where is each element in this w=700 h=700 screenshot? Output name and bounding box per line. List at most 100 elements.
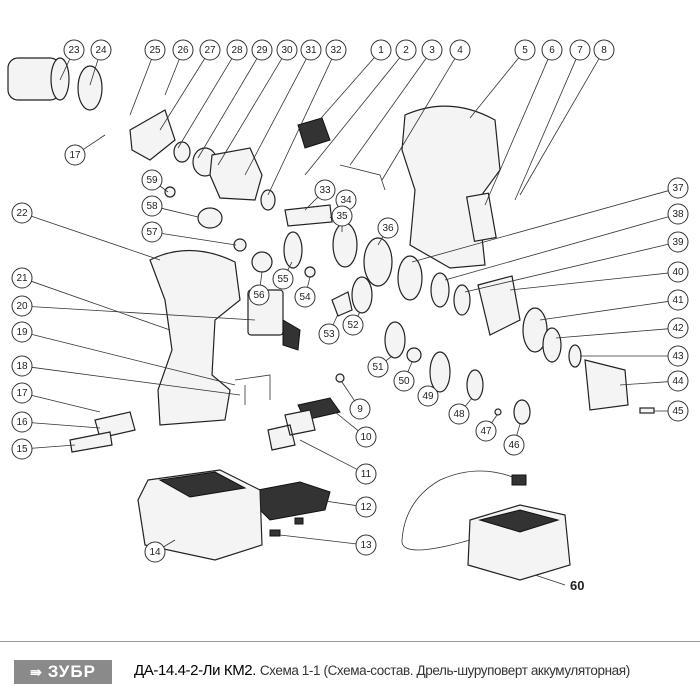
leader-line bbox=[464, 397, 473, 407]
leader-line bbox=[267, 58, 333, 196]
callout-circle bbox=[141, 169, 163, 191]
leader-line bbox=[407, 361, 413, 372]
callout-number: 14 bbox=[149, 547, 161, 558]
ring-52 bbox=[351, 276, 373, 314]
ring-43 bbox=[568, 344, 582, 368]
callout-38: 38 bbox=[667, 203, 689, 225]
callout-circle bbox=[370, 39, 392, 61]
callout-number: 9 bbox=[357, 404, 363, 415]
callout-49: 49 bbox=[417, 385, 439, 407]
leader-line bbox=[129, 59, 152, 116]
footer-divider bbox=[0, 641, 700, 642]
callout-number: 56 bbox=[253, 290, 265, 301]
spindle-33 bbox=[284, 204, 333, 227]
callout-44: 44 bbox=[667, 370, 689, 392]
callout-58: 58 bbox=[141, 195, 163, 217]
leader-line bbox=[31, 306, 256, 321]
callout-number: 42 bbox=[672, 323, 684, 334]
leader-line bbox=[279, 534, 357, 545]
callout-27: 27 bbox=[199, 39, 221, 61]
callout-circle bbox=[325, 39, 347, 61]
leader-line bbox=[31, 280, 171, 331]
callout-21: 21 bbox=[11, 267, 33, 289]
leader-line bbox=[159, 58, 206, 131]
callout-circle bbox=[331, 205, 353, 227]
callout-19: 19 bbox=[11, 321, 33, 343]
nut-59 bbox=[164, 186, 176, 198]
callout-57: 57 bbox=[141, 221, 163, 243]
callout-number: 49 bbox=[422, 391, 434, 402]
button-1 bbox=[297, 117, 331, 149]
leader-line bbox=[259, 271, 263, 286]
part-13b bbox=[294, 517, 304, 525]
leader-line bbox=[83, 134, 106, 150]
leader-line bbox=[514, 59, 577, 201]
callout-circle bbox=[11, 321, 33, 343]
callout-22: 22 bbox=[11, 202, 33, 224]
callout-circle bbox=[248, 284, 270, 306]
callout-number: 8 bbox=[601, 45, 607, 56]
callout-number: 25 bbox=[149, 45, 161, 56]
callout-circle bbox=[417, 385, 439, 407]
leader-line bbox=[314, 57, 375, 126]
carrier-53 bbox=[331, 291, 353, 317]
callout-15: 15 bbox=[11, 438, 33, 460]
plate-46 bbox=[513, 399, 531, 425]
callout-2: 2 bbox=[395, 39, 417, 61]
leader-line bbox=[217, 58, 283, 166]
motor-plate bbox=[77, 65, 103, 111]
callout-10: 10 bbox=[355, 426, 377, 448]
callout-number: 58 bbox=[146, 201, 158, 212]
callout-33: 33 bbox=[314, 179, 336, 201]
callout-circle bbox=[395, 39, 417, 61]
callout-circle bbox=[300, 39, 322, 61]
callout-number: 20 bbox=[16, 301, 28, 312]
callout-circle bbox=[11, 355, 33, 377]
callout-circle bbox=[11, 295, 33, 317]
leader-line bbox=[161, 207, 199, 218]
callout-number: 23 bbox=[68, 45, 80, 56]
footer-title: ДА-14.4-2-Ли КМ2. Схема 1-1 (Схема-соста… bbox=[134, 662, 630, 679]
leader-line bbox=[334, 411, 359, 432]
callout-number: 46 bbox=[508, 440, 520, 451]
callout-47: 47 bbox=[475, 420, 497, 442]
callout-circle bbox=[141, 221, 163, 243]
gearbox-housing bbox=[129, 109, 176, 161]
callout-54: 54 bbox=[294, 286, 316, 308]
gear-56 bbox=[251, 251, 273, 273]
callout-17: 17 bbox=[11, 382, 33, 404]
screw-45 bbox=[639, 407, 655, 414]
callout-12: 12 bbox=[355, 496, 377, 518]
callout-35: 35 bbox=[331, 205, 353, 227]
callout-circle bbox=[667, 317, 689, 339]
washer-32 bbox=[260, 189, 276, 211]
callout-circle bbox=[355, 463, 377, 485]
callout-45: 45 bbox=[667, 400, 689, 422]
callout-number: 35 bbox=[336, 211, 348, 222]
callout-number: 3 bbox=[429, 45, 435, 56]
chuck-44 bbox=[584, 359, 629, 411]
logo-arrow-icon: ⇛ bbox=[30, 663, 43, 680]
callout-circle bbox=[449, 39, 471, 61]
callout-circle bbox=[144, 541, 166, 563]
callout-number: 12 bbox=[360, 502, 372, 513]
housing-half-22 bbox=[149, 249, 241, 426]
callout-circle bbox=[541, 39, 563, 61]
callout-number: 28 bbox=[231, 45, 243, 56]
leader-line bbox=[31, 334, 236, 386]
ring-38 bbox=[430, 272, 450, 308]
callout-14: 14 bbox=[144, 541, 166, 563]
leader-line bbox=[357, 311, 361, 317]
callout-24: 24 bbox=[90, 39, 112, 61]
callout-number: 53 bbox=[323, 329, 335, 340]
callout-circle bbox=[448, 403, 470, 425]
callout-number: 38 bbox=[672, 209, 684, 220]
leader-line bbox=[197, 58, 258, 159]
leader-line bbox=[484, 59, 549, 206]
motor-end bbox=[50, 57, 70, 101]
callout-circle bbox=[667, 400, 689, 422]
callout-26: 26 bbox=[172, 39, 194, 61]
leader-line bbox=[464, 243, 669, 293]
callout-number: 47 bbox=[480, 426, 492, 437]
